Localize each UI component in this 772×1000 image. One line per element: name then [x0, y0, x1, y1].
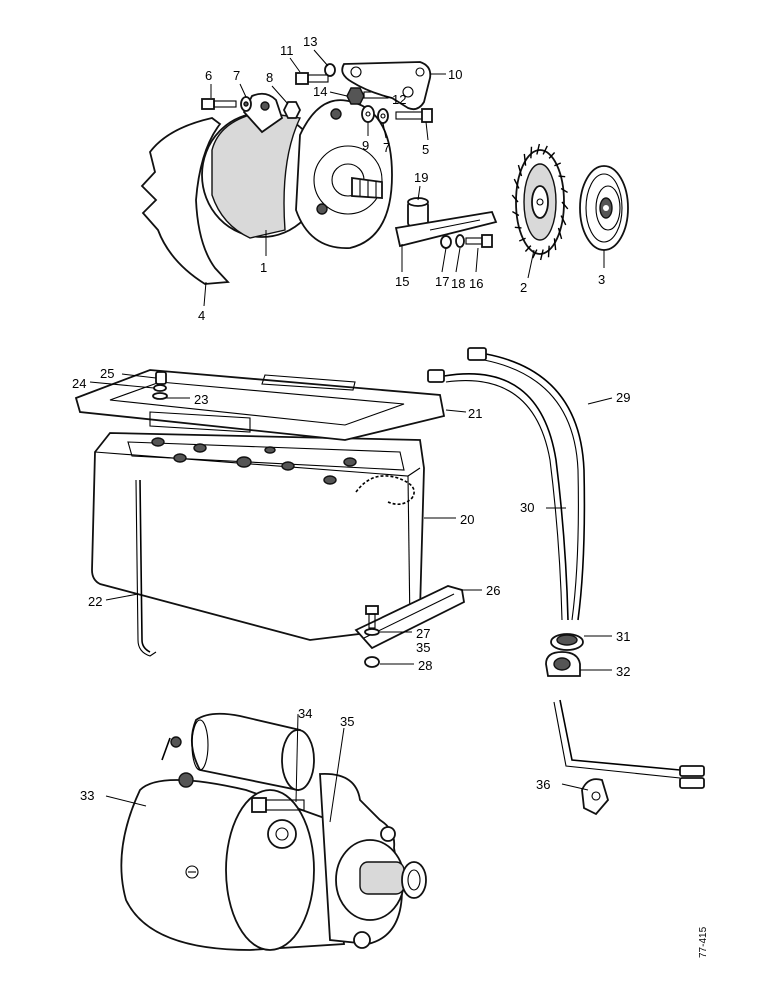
callout-5: 5 [422, 142, 429, 157]
callout-1: 1 [260, 260, 267, 275]
callout-31: 31 [616, 629, 630, 644]
callout-29: 29 [616, 390, 630, 405]
callout-32: 32 [616, 664, 630, 679]
callout-6: 6 [205, 68, 212, 83]
callout-35-b: 35 [340, 714, 354, 729]
battery-cables [427, 347, 705, 816]
callout-9: 9 [362, 138, 369, 153]
nut-28 [364, 656, 380, 668]
alternator-cover [140, 117, 230, 285]
callout-33: 33 [80, 788, 94, 803]
cable-29-terminal [467, 347, 487, 361]
alternator-shaft [351, 176, 383, 199]
cable-30 [443, 372, 569, 621]
callout-28: 28 [418, 658, 432, 673]
callout-23: 23 [194, 392, 208, 407]
callout-22: 22 [88, 594, 102, 609]
bolt-27 [365, 605, 379, 629]
callout-19: 19 [414, 170, 428, 185]
clip-36 [581, 778, 610, 816]
reference-code: 77-415 [698, 926, 709, 958]
cable-30-terminal [427, 369, 445, 383]
bolt-16 [465, 234, 493, 248]
rod-22 [139, 479, 151, 653]
callout-16: 16 [469, 276, 483, 291]
callout-2: 2 [520, 280, 527, 295]
bolt-6 [201, 98, 237, 110]
lower-cable [559, 699, 681, 771]
pulley-3 [579, 165, 629, 251]
callout-26: 26 [486, 583, 500, 598]
callout-17: 17 [435, 274, 449, 289]
callout-27: 27 [416, 626, 430, 641]
callout-35: 35 [416, 640, 430, 655]
callout-7-b: 7 [383, 140, 390, 155]
clip-32 [545, 651, 581, 677]
callout-4: 4 [198, 308, 205, 323]
pinion [335, 839, 427, 921]
adjusting-link-15 [394, 210, 498, 248]
washer-7-b [377, 108, 389, 124]
leader-lines [89, 49, 613, 823]
washer-13 [324, 63, 336, 77]
callout-21: 21 [468, 406, 482, 421]
starter-motor-33 [120, 712, 427, 951]
washer-35 [364, 628, 380, 636]
alternator-end-bracket [295, 99, 393, 249]
battery-assembly [74, 369, 465, 668]
washer-9 [361, 105, 375, 123]
alternator-assembly [140, 61, 629, 285]
washer-35-b [267, 819, 297, 849]
callout-8: 8 [266, 70, 273, 85]
washer-18 [455, 234, 465, 248]
callout-36: 36 [536, 777, 550, 792]
bolt-34 [251, 797, 305, 813]
callout-10: 10 [448, 67, 462, 82]
nut-8 [282, 101, 302, 119]
callout-24: 24 [72, 376, 86, 391]
washer-23 [152, 392, 168, 400]
callout-34: 34 [298, 706, 312, 721]
callout-12: 12 [392, 92, 406, 107]
bolt-11 [295, 72, 329, 85]
alternator-mount-lug [242, 92, 284, 134]
nut-14 [346, 87, 365, 105]
fan-2 [511, 143, 569, 261]
callout-11: 11 [280, 43, 294, 58]
alternator-housing [211, 111, 302, 239]
callout-18: 18 [451, 276, 465, 291]
washer-24 [153, 384, 167, 392]
spacer-19 [407, 197, 429, 227]
callout-15: 15 [395, 274, 409, 289]
clamp-frame-21 [74, 369, 446, 441]
callout-13: 13 [303, 34, 317, 49]
callout-3: 3 [598, 272, 605, 287]
callout-25: 25 [100, 366, 114, 381]
cable-29 [485, 353, 586, 621]
washer-17 [440, 235, 452, 249]
bolt-5 [395, 108, 433, 123]
callout-14: 14 [313, 84, 327, 99]
callout-labels: 1 2 3 4 5 6 7 7 8 9 10 11 12 13 14 15 16… [72, 34, 630, 803]
nut-25 [155, 371, 167, 385]
grommet-31 [550, 633, 584, 651]
battery-cells [127, 437, 405, 485]
callout-30: 30 [520, 500, 534, 515]
callout-7: 7 [233, 68, 240, 83]
callout-20: 20 [460, 512, 474, 527]
